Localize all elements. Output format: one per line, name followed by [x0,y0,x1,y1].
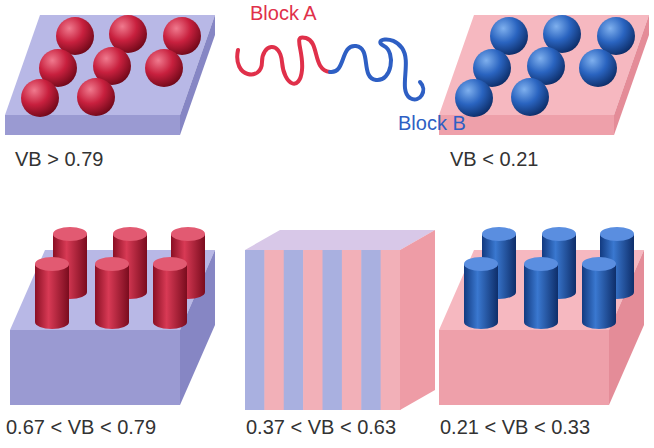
volume-fraction: VB > 0.79 [15,148,103,171]
cylinder-top [53,227,87,241]
red-sphere-phase [5,15,215,135]
cylinder-top [171,227,205,241]
cylinder-top [153,257,187,271]
blue-sphere-phase [439,15,649,135]
cylinder-top [542,227,576,241]
blue-cylinder-phase [439,227,644,405]
volume-fraction: 0.21 < VB < 0.33 [440,416,590,439]
copolymer-chain [237,37,423,99]
cylinder-body [153,264,187,322]
lamella [245,250,265,410]
cylinder-body [464,264,498,322]
cylinder-top [524,257,558,271]
cylinder-top [600,227,634,241]
cylinder-top [464,257,498,271]
block-label: Block A [250,2,317,25]
lamella [361,250,381,410]
volume-fraction: 0.37 < VB < 0.63 [246,416,396,439]
lamella [303,250,323,410]
lamella [264,250,284,410]
red-cylinder-phase [10,227,215,405]
cylinder-top [582,257,616,271]
volume-fraction: 0.67 < VB < 0.79 [6,416,156,439]
cylinder-top [95,257,129,271]
cylinder-body [524,264,558,322]
lamella [284,250,304,410]
lamella [381,250,401,410]
cylinder-body [582,264,616,322]
lamella [342,250,362,410]
cylinder-body [95,264,129,322]
cylinder-top [482,227,516,241]
volume-fraction: VB < 0.21 [450,148,538,171]
block-label: Block B [398,112,466,135]
cylinder-top [35,257,69,271]
lamellar-phase [245,230,435,410]
cylinder-top [113,227,147,241]
cylinder-body [35,264,69,322]
lamella [323,250,343,410]
